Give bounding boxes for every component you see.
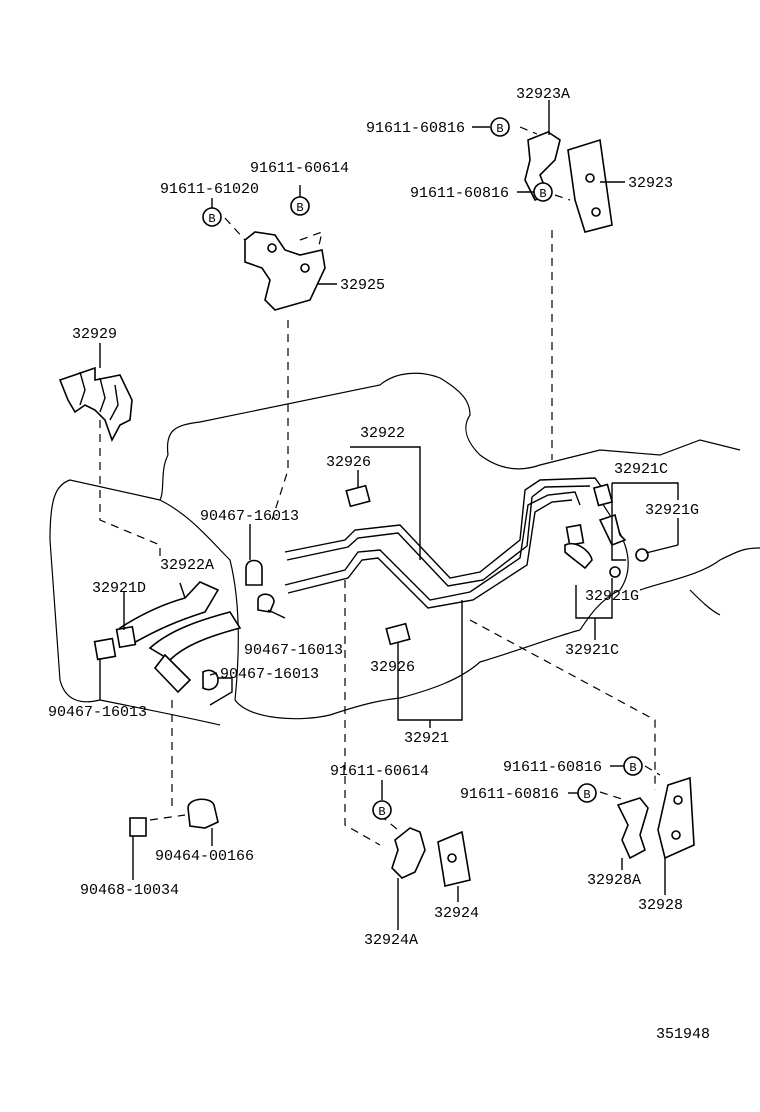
label-90468-10034: 90468-10034: [80, 882, 179, 899]
label-90464-00166: 90464-00166: [155, 848, 254, 865]
label-32921C-b: 32921C: [565, 642, 619, 659]
callout-b-text: B: [296, 201, 303, 215]
bracket-32923: [524, 131, 613, 233]
label-32928A: 32928A: [587, 872, 641, 889]
label-91611-60614-bottom: 91611-60614: [330, 763, 429, 780]
label-91611-60614-top: 91611-60614: [250, 160, 349, 177]
bracket-32928: [616, 776, 695, 860]
brake-tubes: [284, 477, 606, 609]
label-32921D: 32921D: [92, 580, 146, 597]
label-32922A: 32922A: [160, 557, 214, 574]
label-32926-a: 32926: [326, 454, 371, 471]
grommets: [345, 484, 411, 646]
label-leaders: [99, 100, 679, 930]
label-32921: 32921: [404, 730, 449, 747]
label-32929: 32929: [72, 326, 117, 343]
grommet-clip-bottom: [129, 798, 219, 837]
label-32926-b: 32926: [370, 659, 415, 676]
callout-b-text: B: [378, 805, 385, 819]
callout-b-icon: B: [533, 182, 553, 202]
label-91611-60816-b: 91611-60816: [410, 185, 509, 202]
label-91611-60816-d: 91611-60816: [460, 786, 559, 803]
label-91611-61020: 91611-61020: [160, 181, 259, 198]
label-32925: 32925: [340, 277, 385, 294]
callout-b-icon: B: [202, 207, 222, 227]
callout-b-text: B: [539, 187, 546, 201]
callout-b-icon: B: [372, 800, 392, 820]
callout-b-icon: B: [290, 196, 310, 216]
callout-b-icon: B: [577, 783, 597, 803]
label-32924: 32924: [434, 905, 479, 922]
flexible-hoses: [93, 581, 242, 706]
label-32928: 32928: [638, 897, 683, 914]
label-91611-60816-c: 91611-60816: [503, 759, 602, 776]
label-32921G-b: 32921G: [585, 588, 639, 605]
diagram-number: 351948: [656, 1026, 710, 1043]
bracket-32929: [58, 366, 133, 442]
part-labels: 32923A 32923 91611-60816 91611-60816 916…: [48, 86, 710, 1043]
fittings: [564, 483, 649, 578]
label-32921G-a: 32921G: [645, 502, 699, 519]
label-32923A: 32923A: [516, 86, 570, 103]
tube-clips: [245, 559, 275, 613]
callout-b-symbols: B B B B B B B: [202, 117, 643, 820]
label-32923: 32923: [628, 175, 673, 192]
label-32924A: 32924A: [364, 932, 418, 949]
bracket-32924: [391, 827, 471, 887]
callout-b-text: B: [496, 122, 503, 136]
label-90467-16013-b: 90467-16013: [244, 642, 343, 659]
callout-b-icon: B: [490, 117, 510, 137]
callout-b-icon: B: [623, 756, 643, 776]
callout-b-text: B: [208, 212, 215, 226]
callout-b-text: B: [583, 788, 590, 802]
label-32921C-a: 32921C: [614, 461, 668, 478]
label-32922: 32922: [360, 425, 405, 442]
bracket-32925: [244, 231, 326, 311]
label-90467-16013-d: 90467-16013: [48, 704, 147, 721]
callout-b-text: B: [629, 761, 636, 775]
label-90467-16013-c: 90467-16013: [220, 666, 319, 683]
label-90467-16013-a: 90467-16013: [200, 508, 299, 525]
label-91611-60816-a: 91611-60816: [366, 120, 465, 137]
